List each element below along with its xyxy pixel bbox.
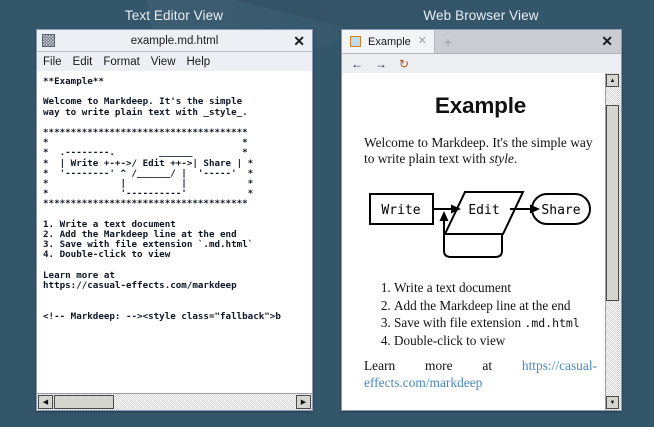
flow-diagram: Write Edit Share [364, 177, 597, 272]
caption-web-browser: Web Browser View [423, 8, 539, 23]
new-tab-icon[interactable]: + [444, 33, 453, 50]
list-item-text: Add the Markdeep line at the end [394, 297, 571, 313]
steps-list: Write a text document Add the Markdeep l… [364, 280, 597, 349]
menu-item-help[interactable]: Help [186, 55, 211, 68]
diagram-node-write-label: Write [381, 203, 420, 218]
editor-text-area[interactable]: **Example** Welcome to Markdeep. It's th… [37, 71, 312, 394]
editor-horizontal-scrollbar[interactable]: ◀ ▶ [37, 393, 312, 410]
diagram-edge-feedback [443, 219, 503, 258]
list-item-mono: .md.html [524, 316, 580, 330]
editor-titlebar[interactable]: example.md.html ✕ [37, 30, 312, 52]
diagram-node-share-label: Share [541, 203, 580, 218]
vertical-scroll-thumb[interactable] [606, 105, 619, 301]
caption-text-editor: Text Editor View [124, 8, 224, 23]
list-item: Save with file extension .md.html [394, 315, 597, 332]
diagram-arrowhead-edit [451, 204, 461, 214]
list-item-text: Write a text document [394, 280, 512, 295]
browser-vertical-scrollbar[interactable]: ▲ ▼ [605, 73, 621, 410]
scroll-right-arrow-icon[interactable]: ▶ [296, 395, 311, 409]
intro-text-before: Welcome to Markdeep. It's the simple way… [364, 135, 593, 166]
list-item: Double-click to view [394, 333, 597, 350]
scroll-up-arrow-icon[interactable]: ▲ [606, 74, 619, 87]
browser-navbar: ← → ↻ [342, 54, 621, 74]
diagram-arrowhead-share [530, 204, 540, 214]
intro-text-italic: style [489, 151, 514, 166]
menu-item-format[interactable]: Format [103, 55, 140, 68]
horizontal-scroll-thumb[interactable] [54, 395, 114, 409]
page-square-icon [350, 36, 361, 47]
editor-source-text: **Example** Welcome to Markdeep. It's th… [43, 76, 281, 322]
web-browser-window: Example ✕ + ✕ ← → ↻ Example Welcome to M… [341, 29, 622, 411]
menu-item-edit[interactable]: Edit [72, 55, 93, 68]
menu-item-file[interactable]: File [43, 55, 62, 68]
reload-icon[interactable]: ↻ [399, 56, 410, 71]
tab-label: Example [368, 35, 411, 48]
learn-more-paragraph: Learn more at https://casual-effects.com… [364, 358, 597, 391]
editor-title: example.md.html [130, 34, 219, 47]
diagram-node-edit-shape [443, 191, 525, 235]
browser-page-viewport[interactable]: Example Welcome to Markdeep. It's the si… [342, 73, 621, 410]
markdeep-link[interactable]: https://casual-effects.com/markdeep [364, 358, 597, 390]
browser-tabbar: Example ✕ + ✕ [342, 30, 621, 54]
forward-arrow-icon[interactable]: → [375, 56, 387, 71]
intro-text-after: . [513, 151, 518, 166]
tab-example[interactable]: Example ✕ [342, 30, 436, 53]
flow-diagram-svg: Write Edit Share [369, 191, 591, 258]
window-hatch-icon [42, 34, 55, 47]
page-intro-paragraph: Welcome to Markdeep. It's the simple way… [364, 135, 597, 167]
learn-more-prefix: Learn more at [364, 358, 522, 373]
back-arrow-icon[interactable]: ← [351, 56, 363, 71]
tab-close-icon[interactable]: ✕ [417, 35, 428, 47]
close-icon[interactable]: ✕ [293, 32, 305, 49]
scroll-down-arrow-icon[interactable]: ▼ [606, 396, 619, 409]
diagram-node-edit-label: Edit [468, 203, 499, 218]
list-item-text: Save with file extension [394, 315, 525, 330]
text-editor-window: example.md.html ✕ File Edit Format View … [36, 29, 313, 411]
menu-item-view[interactable]: View [150, 55, 176, 68]
list-item-text: Double-click to view [394, 332, 506, 348]
close-icon[interactable]: ✕ [601, 33, 613, 49]
diagram-arrowhead-feedback [439, 211, 449, 221]
scroll-left-arrow-icon[interactable]: ◀ [38, 395, 53, 409]
list-item: Write a text document [394, 280, 597, 297]
editor-menubar: File Edit Format View Help [37, 52, 312, 72]
page-title: Example [434, 93, 527, 118]
list-item: Add the Markdeep line at the end [394, 298, 597, 315]
